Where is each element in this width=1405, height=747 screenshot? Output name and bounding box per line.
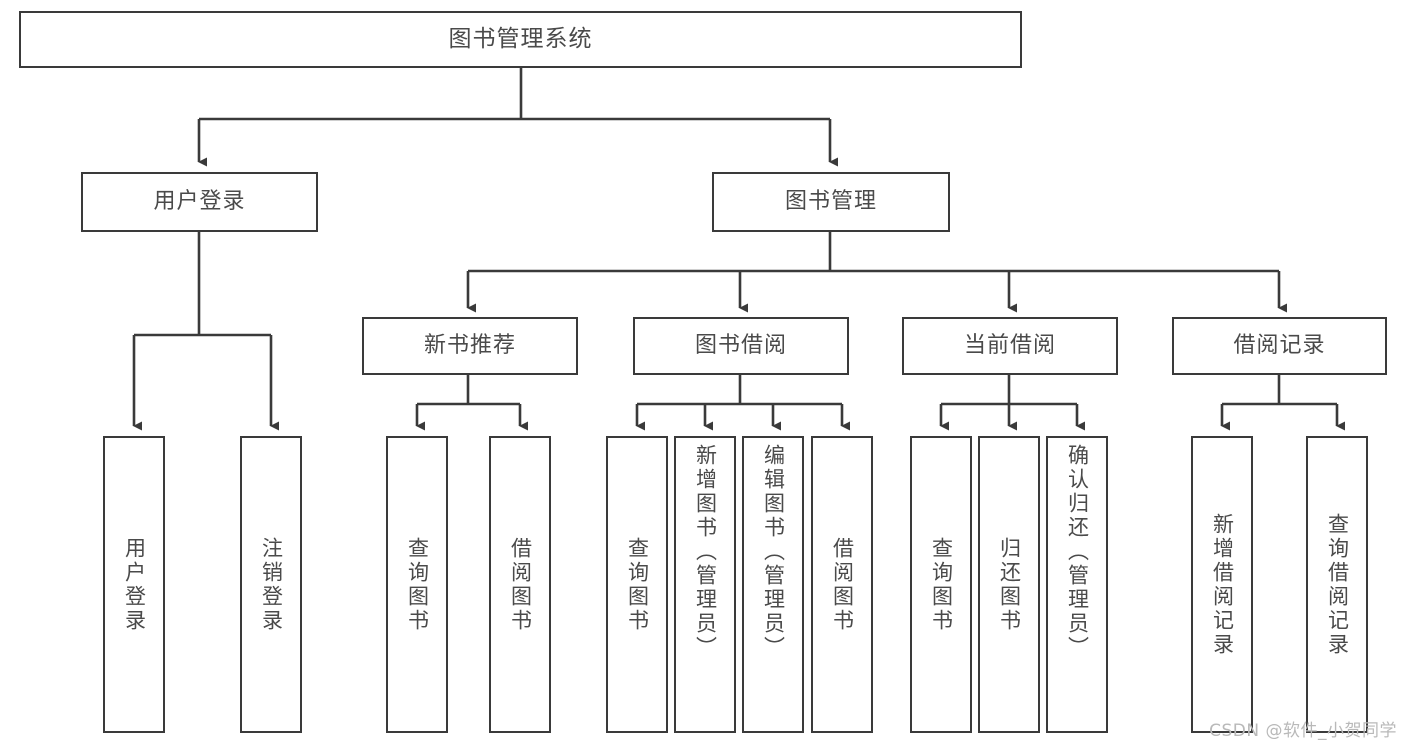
- node-user-login-label: 用户登录: [153, 189, 246, 215]
- node-leaf-confirm-return-label: 确认归还（管理员）: [1065, 444, 1090, 660]
- node-leaf-query-book-2[interactable]: 查询图书: [606, 436, 668, 733]
- node-current-borrow-label: 当前借阅: [963, 333, 1056, 359]
- node-leaf-logout-label: 注销登录: [259, 536, 284, 633]
- node-leaf-return-book-label: 归还图书: [997, 536, 1022, 633]
- node-book-borrow[interactable]: 图书借阅: [633, 317, 849, 375]
- node-new-book-recommend-label: 新书推荐: [423, 333, 516, 359]
- node-leaf-add-record-label: 新增借阅记录: [1210, 512, 1235, 657]
- node-leaf-query-record[interactable]: 查询借阅记录: [1306, 436, 1368, 733]
- node-leaf-confirm-return[interactable]: 确认归还（管理员）: [1046, 436, 1108, 733]
- node-root-label: 图书管理系统: [448, 25, 593, 52]
- node-leaf-borrow-book-1-label: 借阅图书: [508, 536, 533, 633]
- node-root[interactable]: 图书管理系统: [19, 11, 1022, 68]
- node-leaf-edit-book[interactable]: 编辑图书（管理员）: [742, 436, 804, 733]
- node-current-borrow[interactable]: 当前借阅: [902, 317, 1118, 375]
- node-leaf-return-book[interactable]: 归还图书: [978, 436, 1040, 733]
- node-new-book-recommend[interactable]: 新书推荐: [362, 317, 578, 375]
- node-user-login[interactable]: 用户登录: [81, 172, 318, 232]
- node-leaf-borrow-book-2-label: 借阅图书: [830, 536, 855, 633]
- csdn-watermark: CSDN @软件_小贺同学: [1209, 721, 1397, 741]
- node-leaf-query-book-2-label: 查询图书: [625, 536, 650, 633]
- node-leaf-query-record-label: 查询借阅记录: [1325, 512, 1350, 657]
- node-book-manage-label: 图书管理: [784, 189, 877, 215]
- node-leaf-user-login[interactable]: 用户登录: [103, 436, 165, 733]
- node-book-borrow-label: 图书借阅: [694, 333, 787, 359]
- node-leaf-add-book-label: 新增图书（管理员）: [693, 444, 718, 660]
- node-leaf-query-book-3[interactable]: 查询图书: [910, 436, 972, 733]
- node-borrow-record-label: 借阅记录: [1233, 333, 1326, 359]
- node-leaf-query-book-3-label: 查询图书: [929, 536, 954, 633]
- node-leaf-query-book-1-label: 查询图书: [405, 536, 430, 633]
- node-book-manage[interactable]: 图书管理: [712, 172, 950, 232]
- node-leaf-add-book[interactable]: 新增图书（管理员）: [674, 436, 736, 733]
- node-leaf-logout[interactable]: 注销登录: [240, 436, 302, 733]
- node-leaf-edit-book-label: 编辑图书（管理员）: [761, 444, 786, 660]
- node-leaf-user-login-label: 用户登录: [122, 536, 147, 633]
- node-leaf-borrow-book-1[interactable]: 借阅图书: [489, 436, 551, 733]
- node-leaf-add-record[interactable]: 新增借阅记录: [1191, 436, 1253, 733]
- node-leaf-borrow-book-2[interactable]: 借阅图书: [811, 436, 873, 733]
- node-leaf-query-book-1[interactable]: 查询图书: [386, 436, 448, 733]
- node-borrow-record[interactable]: 借阅记录: [1172, 317, 1387, 375]
